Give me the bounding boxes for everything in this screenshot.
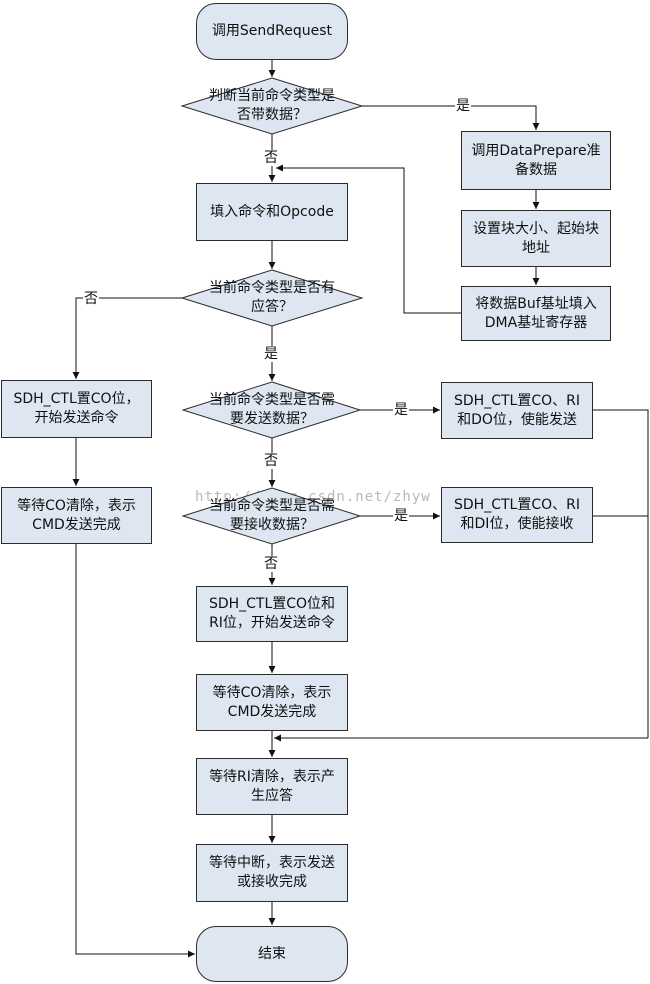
label-send-yes: 是: [393, 402, 409, 418]
left-wait-co-box: 等待CO清除，表示CMD发送完成: [1, 487, 152, 544]
wait-co-box: 等待CO清除，表示CMD发送完成: [196, 674, 348, 731]
decision-send-data-text: 当前命令类型是否需要发送数据？: [209, 392, 335, 427]
decision-has-response-text: 当前命令类型是否有应答？: [209, 280, 335, 315]
start-node: 调用SendRequest: [196, 3, 348, 60]
set-co-ri-box: SDH_CTL置CO位和RI位，开始发送命令: [196, 586, 348, 642]
wait-ri-box: 等待RI清除，表示产生应答: [196, 758, 348, 815]
label-response-yes: 是: [263, 346, 279, 362]
set-co-ri-di-box: SDH_CTL置CO、RI和DI位，使能接收: [441, 487, 593, 543]
edge-filldma-loop-back: [276, 164, 461, 314]
left-send-cmd-box: SDH_CTL置CO位，开始发送命令: [1, 380, 152, 438]
end-node: 结束: [196, 926, 348, 982]
edge-response-no-to-left: [72, 297, 182, 379]
call-data-prepare-box: 调用DataPrepare准备数据: [461, 131, 611, 190]
label-send-no: 否: [263, 453, 279, 469]
label-has-data-yes: 是: [455, 98, 471, 114]
fill-cmd-box: 填入命令和Opcode: [196, 183, 348, 241]
set-co-ri-do-box: SDH_CTL置CO、RI和DO位，使能发送: [441, 382, 593, 439]
wait-irq-box: 等待中断，表示发送或接收完成: [196, 844, 348, 902]
set-block-box: 设置块大小、起始块地址: [461, 210, 611, 267]
label-response-no: 否: [83, 291, 99, 307]
edge-decision-yes-to-prepare: [362, 105, 540, 130]
fill-dma-box: 将数据Buf基址填入DMA基址寄存器: [461, 286, 611, 341]
label-recv-yes: 是: [393, 508, 409, 524]
decision-has-data-text: 判断当前命令类型是否带数据？: [209, 88, 335, 123]
edge-left-wait-to-end: [75, 544, 195, 958]
edge-do-to-merge: [593, 409, 649, 738]
label-has-data-no: 否: [263, 150, 279, 166]
decision-recv-data-text: 当前命令类型是否需要接收数据？: [209, 498, 335, 533]
label-recv-no: 否: [263, 556, 279, 572]
